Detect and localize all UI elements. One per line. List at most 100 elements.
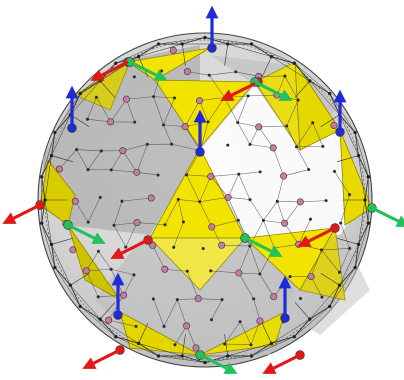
mesh-vertex [151, 297, 155, 301]
mesh-edge [224, 321, 241, 345]
mesh-vertex [172, 96, 177, 100]
rim-vertex [337, 283, 342, 287]
arrow-green-icon [199, 353, 238, 374]
mesh-edge [126, 96, 154, 100]
rim-edge [115, 336, 159, 357]
mesh-edge [198, 298, 223, 300]
arrow-green-icon [244, 236, 283, 257]
mesh-edge [186, 174, 211, 177]
rim-edge [115, 336, 139, 344]
pink-vertex [183, 322, 191, 330]
mesh-vertex [181, 220, 185, 224]
mesh-vertex [145, 142, 149, 146]
rim-vertex [363, 198, 367, 202]
spoke-edge [138, 56, 149, 77]
mesh-edge [199, 197, 229, 203]
mesh-edge [296, 146, 309, 170]
rim-vertex [98, 317, 102, 321]
rim-edge [309, 80, 340, 115]
mesh-vertex [226, 143, 230, 147]
mesh-vertex [319, 248, 324, 252]
rim-vertex [49, 242, 54, 247]
spoke-edge [51, 237, 74, 245]
mesh-edge [238, 174, 251, 200]
mesh-edge [259, 273, 274, 297]
rim-edge [339, 114, 356, 133]
spoke-edge [138, 323, 149, 344]
rim-vertex [68, 283, 73, 287]
mesh-edge [211, 299, 223, 320]
mesh-edge [126, 99, 135, 123]
arrow-green-icon [371, 206, 404, 227]
mesh-edge [221, 245, 250, 247]
rim-edge [100, 318, 139, 344]
pink-vertex [133, 168, 141, 176]
rim-vertex [269, 341, 274, 346]
rim-edge [41, 176, 46, 201]
rim-vertex [226, 354, 230, 358]
mesh-edge [284, 223, 299, 245]
mesh-edge [284, 201, 301, 224]
rim-edge [41, 223, 56, 268]
rim-edge [80, 306, 116, 337]
mesh-edge [277, 201, 301, 203]
rim-vertex [353, 265, 357, 270]
rim-edge [80, 80, 101, 94]
mesh-edge [153, 298, 165, 327]
mesh-edge [87, 150, 102, 170]
rim-edge [69, 285, 81, 307]
mesh-edge [76, 149, 102, 152]
spoke-edge [224, 334, 229, 357]
mesh-edge [152, 245, 166, 270]
spoke-edge [51, 155, 74, 163]
rim-edge [138, 43, 183, 57]
rim-edge [358, 155, 366, 201]
mesh-vertex [109, 267, 113, 271]
rim-edge [354, 132, 359, 156]
rim-vertex [353, 130, 357, 135]
mesh-vertex [156, 173, 160, 177]
pink-vertex [218, 241, 226, 249]
mesh-edge [207, 97, 225, 123]
mesh-edge [249, 144, 274, 149]
pink-vertex [280, 172, 288, 180]
mesh-edge [312, 122, 324, 147]
mesh-vertex [173, 343, 177, 347]
spoke-edge [261, 323, 272, 344]
mesh-vertex [248, 142, 252, 146]
mesh-vertex [209, 269, 213, 273]
mesh-vertex [258, 170, 262, 174]
mesh-edge [339, 248, 350, 273]
mesh-vertex [96, 249, 100, 253]
arrow-red-icon [220, 80, 259, 101]
rim-edge [44, 155, 52, 201]
pink-vertex [224, 193, 232, 201]
mesh-edge [238, 220, 251, 247]
rim-vertex [180, 354, 184, 358]
rim-edge [51, 244, 56, 268]
mesh-vertex [248, 244, 252, 248]
mesh-vertex [75, 148, 79, 152]
rim-edge [364, 199, 369, 224]
mesh-edge [237, 122, 259, 128]
pink-vertex [181, 123, 189, 131]
mesh-edge [321, 249, 340, 273]
mesh-edge [239, 321, 252, 345]
rim-vertex [292, 61, 296, 66]
mesh-edge [173, 221, 184, 248]
mesh-edge [171, 143, 201, 151]
mesh-vertex [237, 172, 241, 176]
mesh-edge [136, 222, 166, 226]
mesh-edge [258, 125, 287, 128]
mesh-edge [59, 149, 77, 170]
mesh-vertex [272, 246, 276, 250]
mesh-vertex [252, 297, 256, 301]
rim-edge [41, 222, 52, 245]
mesh-edge [122, 150, 138, 173]
mesh-edge [211, 219, 239, 228]
pink-vertex [133, 219, 141, 227]
mesh-vertex [311, 121, 315, 125]
mesh-edge [98, 251, 112, 270]
mesh-edge [122, 144, 148, 151]
spoke-edge [294, 80, 311, 98]
